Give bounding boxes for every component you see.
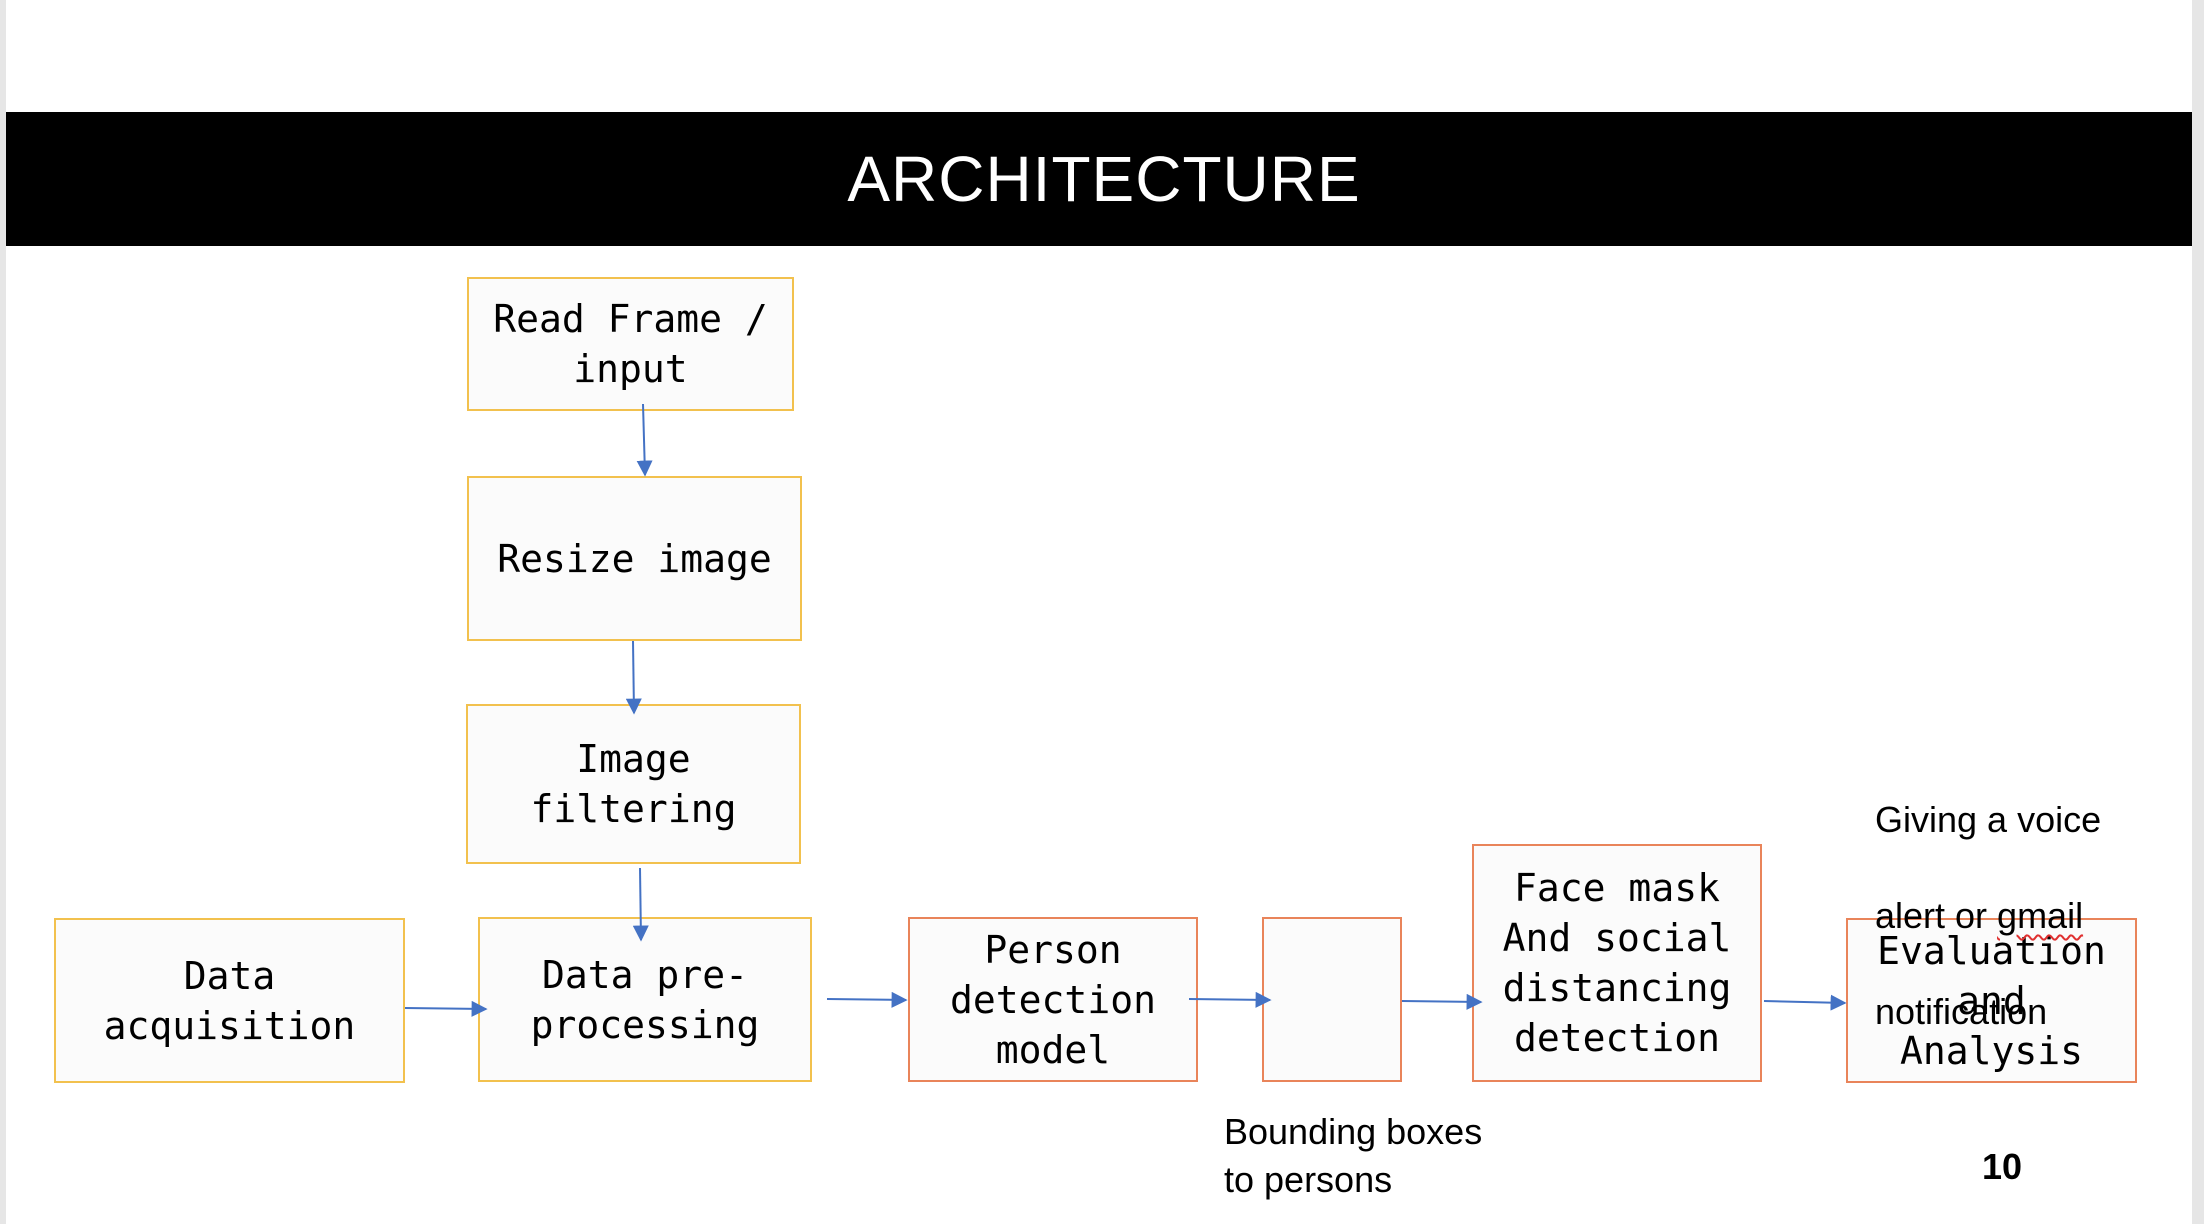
slide-title: ARCHITECTURE xyxy=(847,143,1361,215)
slide-right-edge xyxy=(2192,0,2204,1224)
node-evaluation-analysis: Evaluation and Analysis xyxy=(1846,918,2137,1083)
node-read-frame: Read Frame / input xyxy=(467,277,794,411)
alert-caption-line3: notification xyxy=(1875,991,2048,1032)
arrow-acquisition-to-preprocessing xyxy=(404,1000,488,1017)
arrow-read-to-resize xyxy=(636,403,653,477)
arrow-facemask-to-evaluation xyxy=(1763,994,1847,1011)
alert-caption-line1: Giving a voice xyxy=(1875,799,2102,840)
node-bounding-boxes xyxy=(1262,917,1402,1082)
node-image-filtering: Image filtering xyxy=(466,704,801,864)
alert-caption-line2-text: alert or xyxy=(1875,895,1998,936)
node-data-acquisition: Data acquisition xyxy=(54,918,405,1083)
node-person-detection: Person detection model xyxy=(908,917,1198,1082)
alert-caption-line2: alert or gmail xyxy=(1875,892,2101,940)
arrow-person-to-bounding xyxy=(1188,991,1272,1008)
node-resize-image: Resize image xyxy=(467,476,802,641)
slide-left-edge xyxy=(0,0,6,1224)
spellcheck-word: gmail xyxy=(1997,895,2084,936)
arrow-resize-to-filtering xyxy=(625,640,642,715)
arrow-bounding-to-facemask xyxy=(1401,993,1483,1010)
alert-caption: Giving a voice alert or gmail notificati… xyxy=(1875,748,2101,1084)
node-face-mask-detection: Face mask And social distancing detectio… xyxy=(1472,844,1762,1082)
bounding-boxes-caption: Bounding boxes to persons xyxy=(1224,1111,1483,1200)
arrow-preprocessing-to-person xyxy=(826,991,908,1008)
node-data-preprocessing: Data pre- processing xyxy=(478,917,812,1082)
page-number: 10 xyxy=(1982,1146,2023,1187)
title-bar: ARCHITECTURE xyxy=(6,112,2192,246)
